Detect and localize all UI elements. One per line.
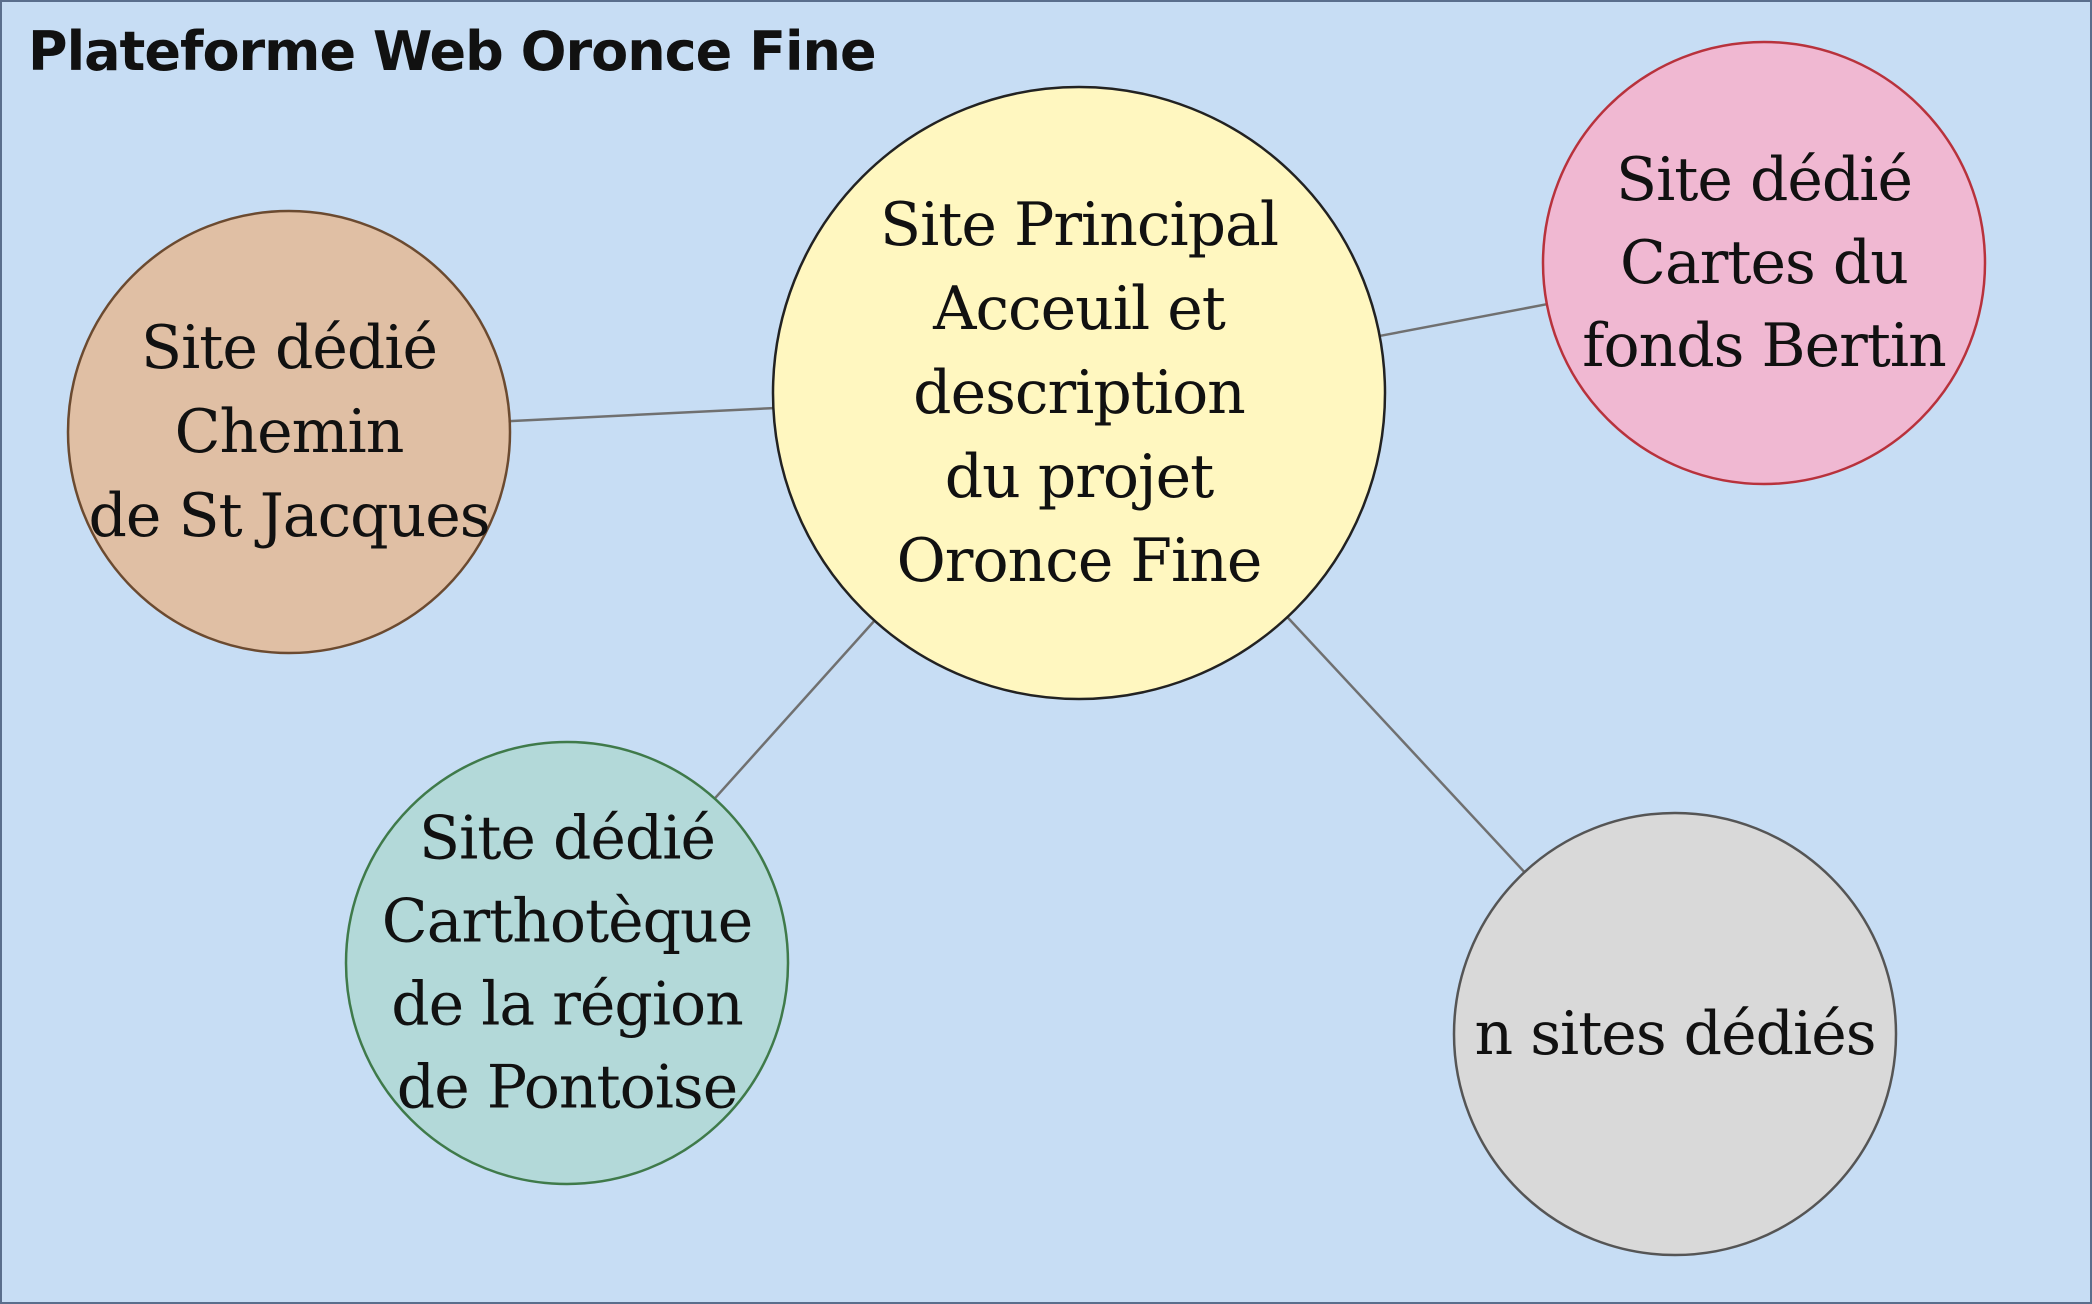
connector-main-chemin [509,406,774,423]
node-label-pontoise-line-3: de Pontoise [397,1053,737,1123]
node-label-pontoise-line-0: Site dédié [419,804,715,874]
node-label-main-line-0: Site Principal [880,190,1278,260]
node-label-chemin-line-2: de St Jacques [88,481,489,551]
connectors [509,302,1548,874]
page-title: Plateforme Web Oronce Fine [28,20,877,83]
node-circle-nsites [1452,811,1898,1257]
node-label-main-line-1: Acceuil et [932,274,1226,344]
connector-main-bertin [1379,302,1548,338]
node-circle-chemin [66,209,512,655]
node-nsites: n sites dédiés [1452,811,1898,1257]
node-circle-pontoise [344,740,790,1186]
node-label-main-line-4: Oronce Fine [897,526,1262,596]
node-label-main-line-2: description [913,358,1245,428]
connector-main-nsites [1286,616,1526,874]
node-label-bertin-line-0: Site dédié [1616,145,1912,215]
node-label-main-line-3: du projet [945,442,1214,512]
connector-main-pontoise [713,619,876,800]
node-label-nsites-line-0: n sites dédiés [1475,999,1876,1069]
node-label-chemin-line-1: Chemin [175,397,404,467]
node-label-bertin-line-2: fonds Bertin [1582,311,1945,381]
node-circle-main [771,85,1387,701]
node-label-pontoise-line-2: de la région [391,970,743,1040]
node-label-pontoise-line-1: Carthotèque [382,887,752,957]
node-label-chemin-line-0: Site dédié [141,313,437,383]
node-circle-bertin [1541,40,1987,486]
node-label-bertin-line-1: Cartes du [1620,228,1908,298]
